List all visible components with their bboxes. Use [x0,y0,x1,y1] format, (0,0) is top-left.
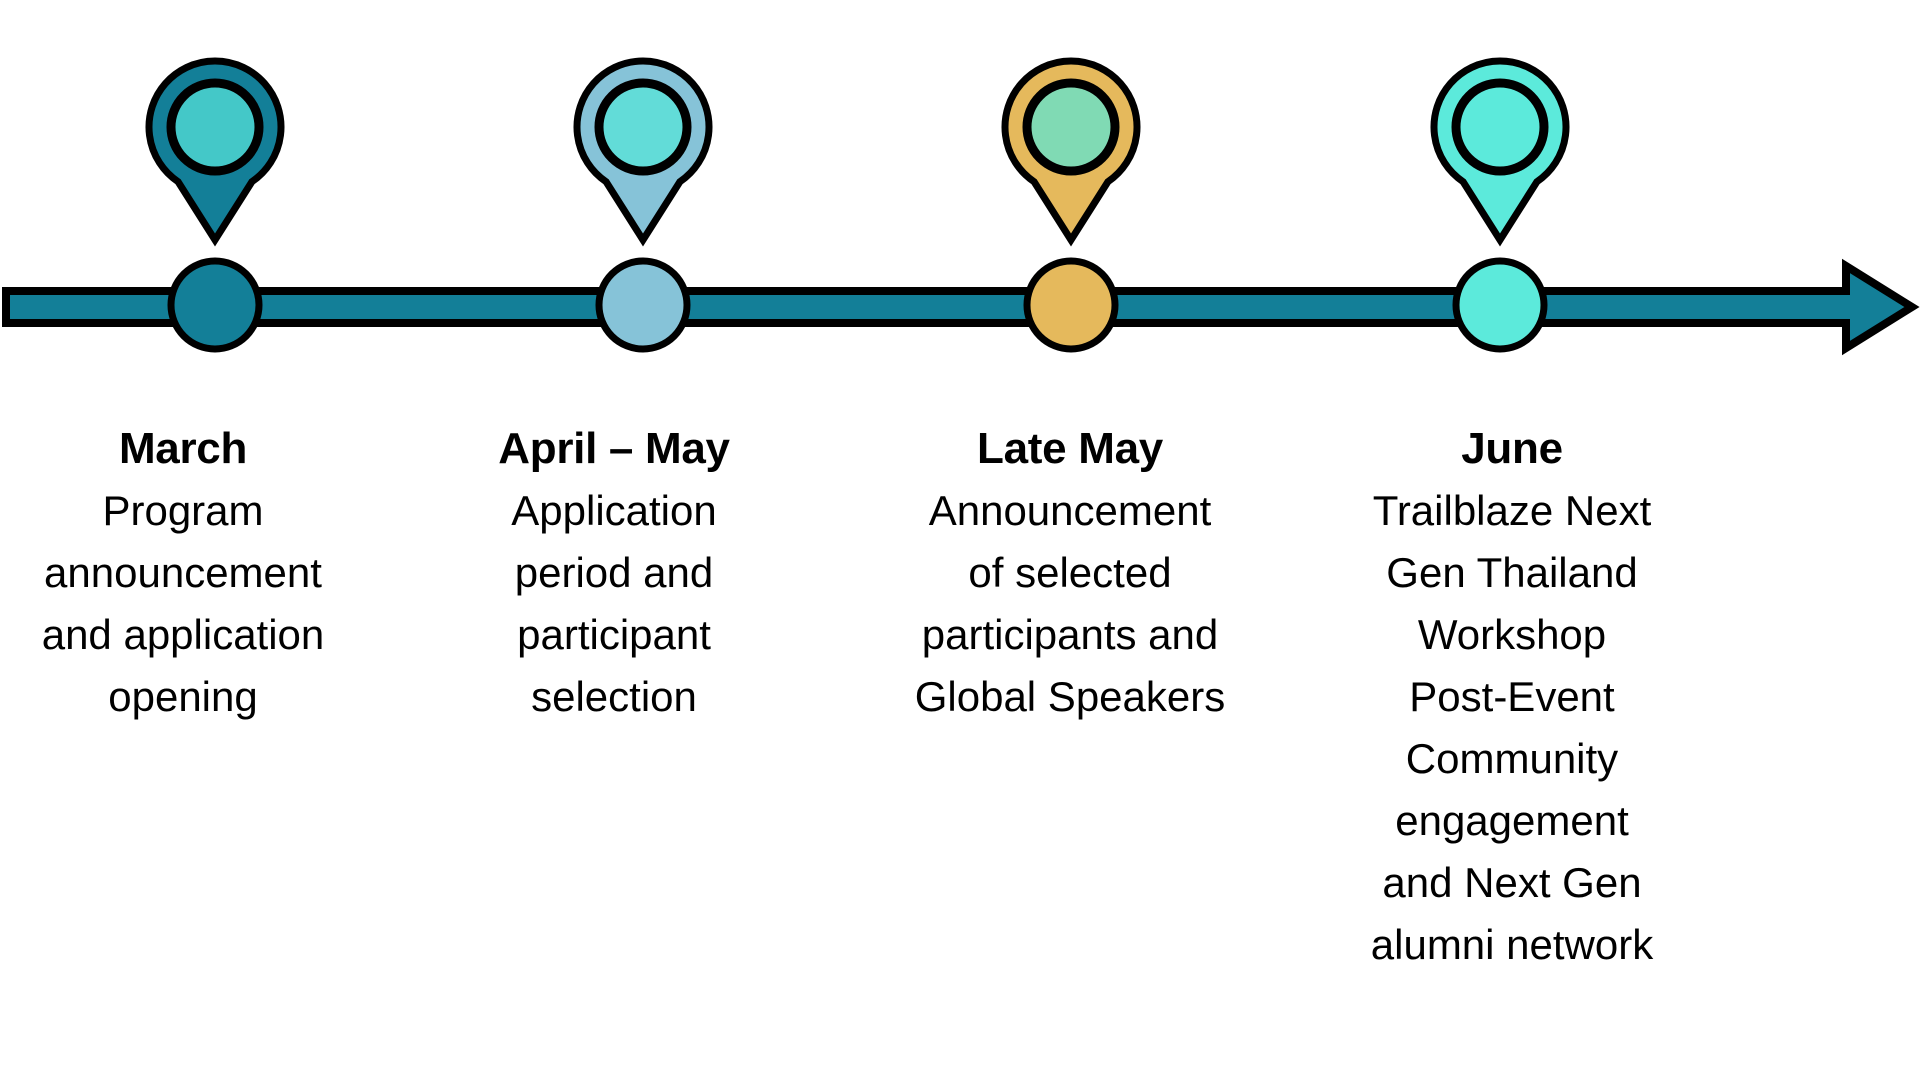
timeline-arrow [2,258,1920,356]
milestone-description-line: and application [41,611,325,658]
milestone-description-line: announcement [44,549,322,596]
milestone-description-line: Trailblaze Next [1372,487,1652,534]
milestone-description-line: Gen Thailand [1386,549,1638,596]
milestone-description-line: Application [511,487,717,534]
map-pin-icon [145,57,285,247]
map-pin-inner-circle [594,78,692,176]
map-pin-icon [1430,57,1570,247]
timeline-node-late-may [1023,257,1119,353]
map-pin-inner-circle [1451,78,1549,176]
milestone-description-line: period and [514,549,714,596]
map-pin-inner-circle [1022,78,1120,176]
milestone-title: Late May [977,424,1163,473]
milestone-description-line: of selected [968,549,1172,596]
milestone-markers [145,57,1570,353]
milestone-title: March [118,424,248,473]
timeline-graphic [2,57,1920,356]
timeline-node-march [167,257,263,353]
milestone-description-line: Community [1405,735,1619,782]
map-pin-icon [1001,57,1141,247]
milestone-title: June [1461,424,1563,473]
milestone-description-line: opening [108,673,258,720]
milestone-description-line: and Next Gen [1382,859,1642,906]
map-pin-icon [573,57,713,247]
milestone-description-line: Post-Event [1409,673,1615,720]
milestone-description-line: Global Speakers [914,673,1226,720]
milestone-description-line: engagement [1395,797,1629,844]
timeline-node-june [1452,257,1548,353]
map-pin-inner-circle [166,78,264,176]
milestone-description-line: participants and [921,611,1219,658]
milestone-description-line: alumni network [1370,921,1654,968]
milestone-description-line: selection [531,673,697,720]
milestone-description-line: Program [102,487,264,534]
milestone-title: April – May [498,424,730,473]
milestone-description-line: participant [517,611,711,658]
milestone-description-line: Workshop [1417,611,1607,658]
milestone-description-line: Announcement [928,487,1212,534]
timeline-node-april-may [595,257,691,353]
